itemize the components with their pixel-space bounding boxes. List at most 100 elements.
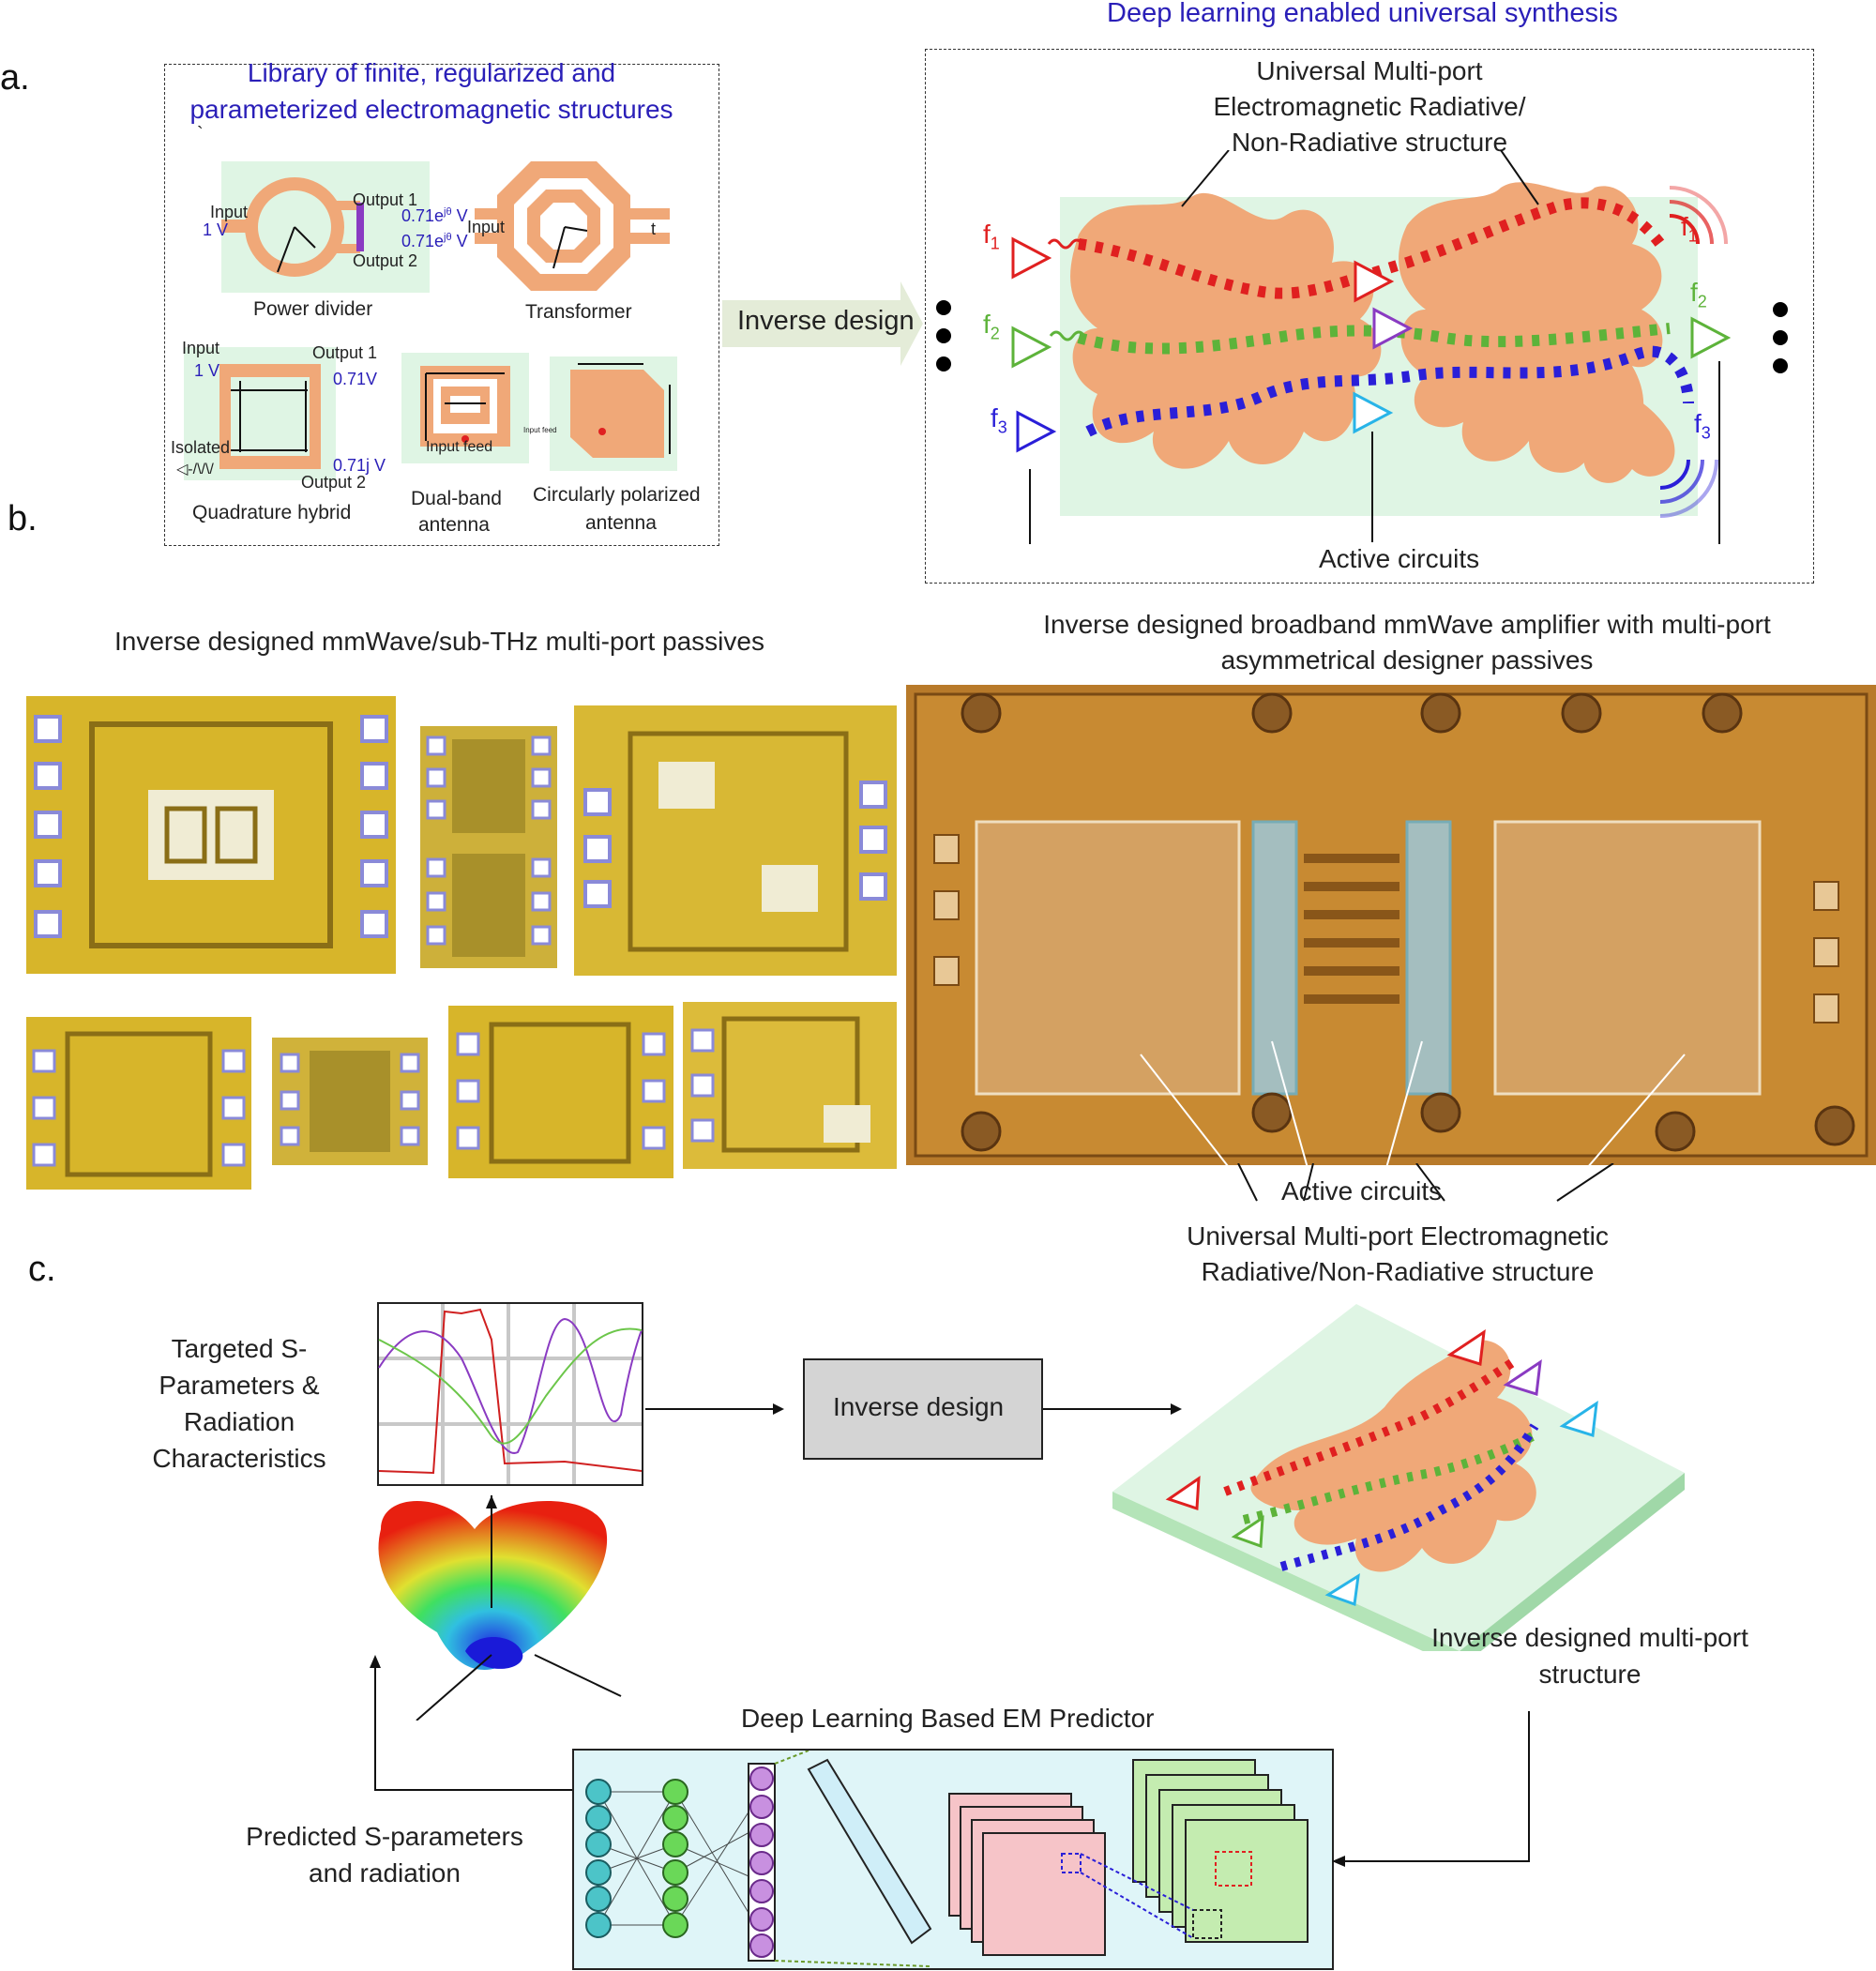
pd-caption: Power divider [253, 298, 373, 320]
f2-left-label: f2 [983, 310, 1000, 344]
passive-chip-2 [420, 726, 557, 968]
f1-left-label: f1 [983, 220, 1000, 254]
f1-left-text: f [983, 220, 991, 249]
predictor-feedback-arrow [370, 1655, 572, 1791]
passive-chip-6 [448, 1006, 673, 1178]
dual-band-antenna-diagram [401, 353, 529, 463]
quad-hybrid-diagram [184, 347, 336, 480]
radiation-axes [416, 1495, 622, 1721]
f1-right-text: f [1681, 212, 1688, 241]
tf-output-fragment: t [651, 220, 657, 238]
inverse-design-arrow-label: Inverse design [737, 306, 915, 336]
tf-input-label: Input [467, 218, 506, 236]
amp-title-line2: asymmetrical designer passives [1220, 645, 1594, 675]
structure-b-line2: Radiative/Non-Radiative structure [1201, 1257, 1595, 1286]
predicted-line1: Predicted S-parameters [246, 1822, 523, 1851]
pd-output1-label: Output 1 [353, 190, 418, 209]
targeted-line3: Radiation [183, 1407, 295, 1436]
inverse-designed-3d-structure [1112, 1304, 1685, 1651]
f2-right-sub: 2 [1697, 292, 1707, 311]
targeted-line1: Targeted S- [171, 1334, 308, 1363]
pd-out2-unit: V [451, 232, 468, 250]
tf-caption: Transformer [525, 301, 632, 323]
passive-chip-3 [574, 705, 897, 976]
qh-ground-symbol: ◁-/\/\/ [176, 462, 214, 478]
inverse-design-arrow [722, 281, 923, 366]
f3-right-sub: 3 [1701, 423, 1711, 443]
inverse-design-box [803, 1358, 1043, 1460]
f2-left-text: f [983, 310, 991, 339]
structure-label-line3: Non-Radiative structure [1231, 128, 1508, 157]
qh-output2-label: Output 2 [301, 473, 367, 492]
qh-input-voltage: 1 V [194, 361, 220, 380]
power-divider-diagram [221, 161, 430, 293]
design-to-structure-arrow [1043, 1403, 1182, 1415]
pd-out2-sup: jθ [444, 232, 452, 243]
structure-to-predictor-arrow [1332, 1711, 1530, 1867]
radiation-pattern [378, 1501, 608, 1670]
targeted-line4: Characteristics [152, 1444, 326, 1473]
f3-left-sub: 3 [997, 417, 1007, 437]
f3-left-text: f [991, 403, 998, 432]
cp-caption-line2: antenna [585, 512, 657, 534]
pd-out2-v: 0.71e [401, 232, 445, 250]
synthesis-box [925, 49, 1814, 584]
cp-caption-line1: Circularly polarized [533, 484, 701, 506]
synthesis-title: Deep learning enabled universal synthesi… [1107, 0, 1618, 28]
predicted-line2: and radiation [309, 1858, 461, 1888]
f3-right-label: f3 [1694, 409, 1711, 444]
transformer-diagram [475, 161, 670, 291]
f2-right-label: f2 [1690, 278, 1707, 312]
circ-pol-antenna-diagram [550, 356, 677, 471]
qh-output1-voltage: 0.71V [333, 370, 378, 388]
active-circuits-label-b: Active circuits [1281, 1176, 1443, 1205]
f3-right-text: f [1694, 409, 1702, 438]
f1-right-sub: 1 [1687, 226, 1698, 246]
left-ellipsis-dots [936, 300, 951, 371]
pd-output1-voltage: 0.71ejθ V [401, 206, 468, 226]
pd-input-label: Input [210, 203, 249, 221]
pd-output2-voltage: 0.71ejθ V [401, 232, 468, 251]
library-box [164, 64, 719, 546]
inverse-structure-line2: structure [1538, 1660, 1642, 1689]
qh-output2-voltage: 0.71j V [333, 456, 386, 475]
pd-output2-label: Output 2 [353, 251, 418, 270]
qh-input-label: Input [182, 339, 220, 357]
structure-label-line1: Universal Multi-port [1256, 56, 1483, 85]
f2-left-sub: 2 [990, 324, 1000, 343]
pd-out1-v: 0.71e [401, 206, 445, 225]
passive-chip-5 [272, 1038, 428, 1165]
panel-a-letter: a. [0, 58, 30, 98]
panel-b-letter: b. [8, 499, 38, 538]
passive-chip-4 [26, 1017, 251, 1190]
qh-caption: Quadrature hybrid [192, 502, 352, 523]
neural-network-diagram: ... [585, 1751, 1309, 1967]
db-caption-line2: antenna [418, 514, 490, 536]
amp-callout-lines [1237, 1163, 1614, 1202]
pd-input-voltage: 1 V [203, 220, 229, 239]
stray-tick: ` [197, 124, 204, 144]
structure-b-line1: Universal Multi-port Electromagnetic [1187, 1221, 1609, 1251]
db-caption-line1: Dual-band [411, 488, 502, 509]
pd-out1-unit: V [451, 206, 468, 225]
plot-to-design-arrow [645, 1403, 784, 1415]
predictor-title: Deep Learning Based EM Predictor [741, 1704, 1155, 1733]
f1-left-sub: 1 [990, 234, 1000, 253]
targeted-line2: Parameters & [159, 1371, 320, 1400]
db-feed-label: Input feed [426, 439, 493, 455]
library-title-line2: parameterized electromagnetic structures [189, 95, 673, 124]
f1-right-label: f1 [1681, 212, 1698, 247]
active-circuits-label-a: Active circuits [1319, 544, 1480, 573]
amp-title-line1: Inverse designed broadband mmWave amplif… [1043, 610, 1771, 639]
inverse-structure-line1: Inverse designed multi-port [1431, 1623, 1748, 1652]
inverse-design-box-label: Inverse design [833, 1392, 1005, 1421]
amplifier-chip [906, 685, 1876, 1165]
structure-label-line2: Electromagnetic Radiative/ [1213, 92, 1526, 121]
qh-output1-label: Output 1 [312, 343, 378, 362]
s-parameter-plot [377, 1302, 643, 1486]
qh-isolated-label: Isolated [171, 438, 231, 457]
cp-feed-label: Input feed [523, 426, 557, 434]
f3-left-label: f3 [991, 403, 1007, 438]
right-ellipsis-dots [1773, 302, 1788, 373]
f2-right-text: f [1690, 278, 1698, 307]
